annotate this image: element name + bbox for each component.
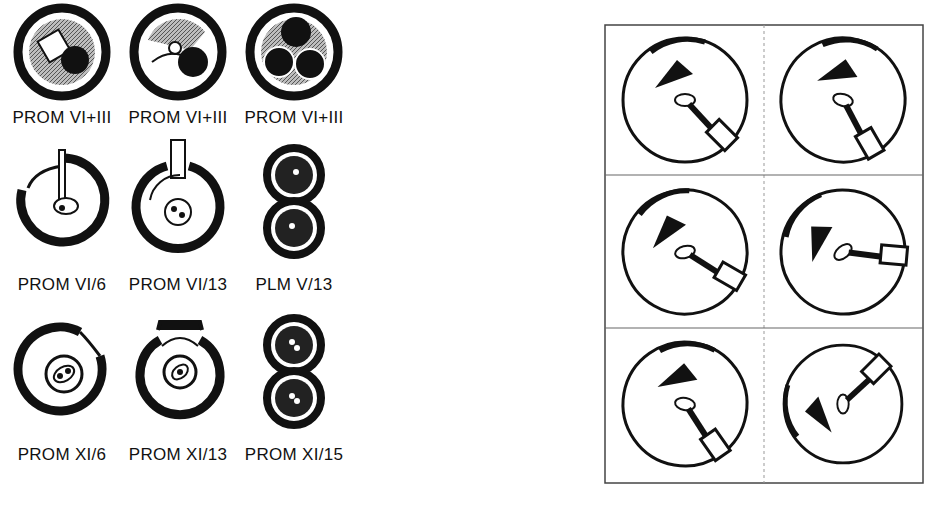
model-label: PROM VI+III — [128, 108, 227, 128]
model-label: PROM XI/13 — [129, 445, 227, 465]
mixer-6 — [267, 148, 321, 255]
mixer-2 — [134, 8, 222, 96]
mixer-8 — [140, 322, 220, 415]
mixer-7 — [18, 327, 102, 411]
rotor-panel — [605, 24, 930, 483]
model-label: PROM XI/15 — [245, 445, 343, 465]
mixer-9 — [267, 318, 321, 425]
mixer-3 — [250, 8, 338, 96]
mixer-4 — [21, 150, 105, 242]
mixer-1 — [18, 8, 106, 96]
model-label: PLM V/13 — [255, 275, 332, 295]
mixer-5 — [136, 140, 220, 249]
model-label: PROM VI/6 — [18, 275, 107, 295]
model-label: PROM VI+III — [12, 108, 111, 128]
model-label: PROM VI/13 — [129, 275, 227, 295]
model-label: PROM XI/6 — [18, 445, 107, 465]
model-label: PROM VI+III — [244, 108, 343, 128]
